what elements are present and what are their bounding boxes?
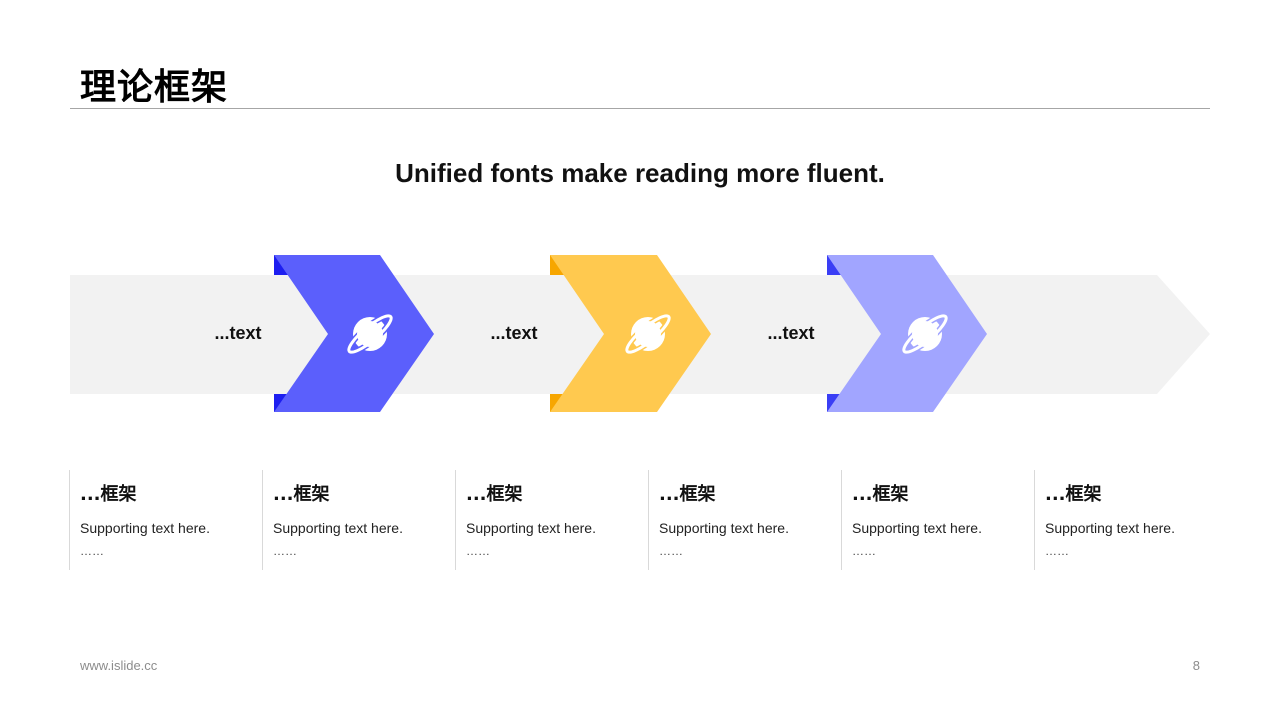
- framework-column-heading: ...框架: [273, 484, 330, 505]
- framework-column-ellipsis: ……: [659, 544, 683, 558]
- framework-column-heading: ...框架: [1045, 484, 1102, 505]
- chevron-step-1: [274, 255, 434, 412]
- framework-column-text: Supporting text here.: [659, 520, 789, 536]
- step-2-label: ...text: [490, 323, 538, 343]
- planet-icon: [900, 312, 950, 356]
- framework-column-heading: ...框架: [80, 484, 137, 505]
- framework-column-ellipsis: ……: [852, 544, 876, 558]
- slide-title: 理论框架: [80, 67, 229, 108]
- chevron-step-3: [827, 255, 987, 412]
- planet-icon: [623, 312, 673, 356]
- footer-url: www.islide.cc: [80, 658, 158, 673]
- step-3-label: ...text: [767, 323, 815, 343]
- framework-column-6: ...框架 Supporting text here. ……: [1034, 470, 1228, 570]
- slide-subtitle: Unified fonts make reading more fluent.: [395, 158, 885, 188]
- framework-column-ellipsis: ……: [1045, 544, 1069, 558]
- framework-column-text: Supporting text here.: [1045, 520, 1175, 536]
- framework-column-ellipsis: ……: [466, 544, 490, 558]
- framework-column-text: Supporting text here.: [80, 520, 210, 536]
- framework-column-heading: ...框架: [466, 484, 523, 505]
- planet-icon: [345, 312, 395, 356]
- framework-column-4: ...框架 Supporting text here. ……: [648, 470, 842, 570]
- framework-column-heading: ...框架: [852, 484, 909, 505]
- framework-column-text: Supporting text here.: [466, 520, 596, 536]
- framework-column-2: ...框架 Supporting text here. ……: [262, 470, 456, 570]
- chevron-step-3-shape: [827, 255, 987, 412]
- page-number: 8: [1192, 658, 1200, 673]
- title-divider: [70, 108, 1210, 109]
- framework-column-ellipsis: ……: [273, 544, 297, 558]
- step-1-label: ...text: [214, 323, 262, 343]
- chevron-step-2: [550, 255, 711, 412]
- framework-column-heading: ...框架: [659, 484, 716, 505]
- framework-column-5: ...框架 Supporting text here. ……: [841, 470, 1035, 570]
- framework-column-text: Supporting text here.: [273, 520, 403, 536]
- framework-column-ellipsis: ……: [80, 544, 104, 558]
- chevron-step-2-shape: [550, 255, 711, 412]
- framework-column-text: Supporting text here.: [852, 520, 982, 536]
- framework-column-1: ...框架 Supporting text here. ……: [69, 470, 263, 570]
- framework-column-3: ...框架 Supporting text here. ……: [455, 470, 649, 570]
